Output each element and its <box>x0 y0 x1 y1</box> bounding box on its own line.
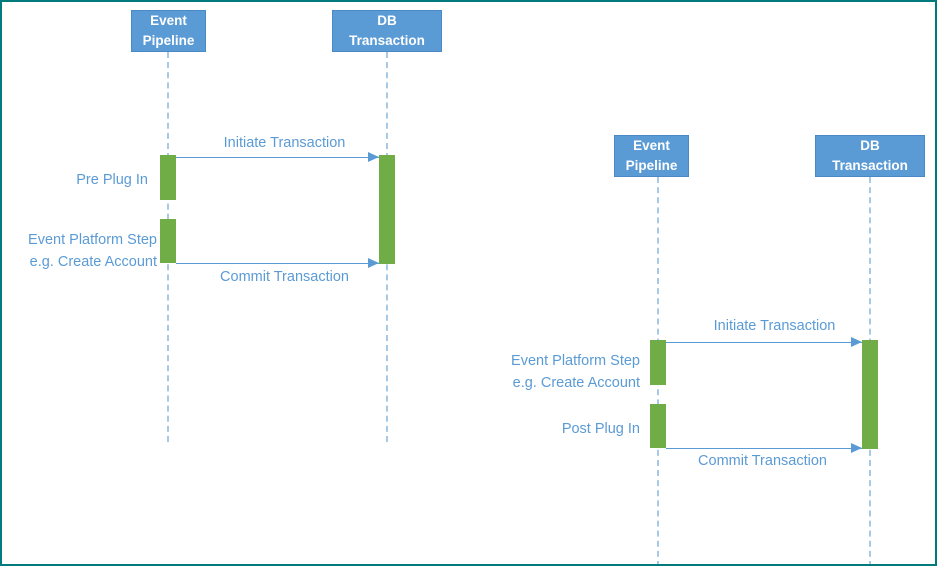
actor-box-event-pipeline[interactable]: Event Pipeline <box>131 10 206 52</box>
activation-bar-db-transaction <box>379 155 395 264</box>
step-label-pre-plug-in: Pre Plug In <box>2 169 148 191</box>
step-label-line1: Event Platform Step <box>511 353 640 369</box>
actor-box-event-pipeline[interactable]: Event Pipeline <box>614 135 689 177</box>
actor-label-line2: Transaction <box>349 33 425 48</box>
sequence-diagram-pre-plugin: Event Pipeline DB Transaction Initiate T… <box>2 2 472 462</box>
activation-bar-pre-plug-in <box>160 155 176 200</box>
step-label-line1: Pre Plug In <box>76 172 148 188</box>
message-line-initiate-transaction <box>176 157 379 158</box>
step-label-line2: e.g. Create Account <box>29 254 157 270</box>
actor-box-db-transaction[interactable]: DB Transaction <box>815 135 925 177</box>
actor-label-line2: Pipeline <box>625 158 678 173</box>
message-line-initiate-transaction <box>666 342 862 343</box>
activation-bar-post-plug-in <box>650 404 666 448</box>
step-label-line1: Event Platform Step <box>28 232 157 248</box>
step-label-event-platform-step: Event Platform Step e.g. Create Account <box>2 229 157 273</box>
step-label-event-platform-step: Event Platform Step e.g. Create Account <box>482 350 640 394</box>
actor-label-line1: DB <box>377 13 397 28</box>
message-arrowhead-commit-transaction <box>368 257 379 268</box>
actor-label-line2: Pipeline <box>142 33 195 48</box>
actor-label-line1: Event <box>150 13 187 28</box>
actor-label-line1: DB <box>860 138 880 153</box>
step-label-line1: Post Plug In <box>561 421 640 437</box>
actor-label-line1: Event <box>633 138 670 153</box>
activation-bar-event-platform-step <box>160 219 176 263</box>
message-label-commit-transaction: Commit Transaction <box>698 453 827 469</box>
activation-bar-event-platform-step <box>650 340 666 385</box>
message-line-commit-transaction <box>666 448 862 449</box>
message-line-commit-transaction <box>176 263 379 264</box>
message-arrowhead-initiate-transaction <box>368 151 379 162</box>
message-label-initiate-transaction: Initiate Transaction <box>223 135 346 151</box>
actor-box-db-transaction[interactable]: DB Transaction <box>332 10 442 52</box>
actor-label-line2: Transaction <box>832 158 908 173</box>
message-label-initiate-transaction: Initiate Transaction <box>713 318 836 334</box>
step-label-post-plug-in: Post Plug In <box>482 418 640 440</box>
message-arrowhead-initiate-transaction <box>851 336 862 347</box>
activation-bar-db-transaction <box>862 340 878 449</box>
step-label-line2: e.g. Create Account <box>512 375 640 391</box>
message-label-commit-transaction: Commit Transaction <box>220 269 349 285</box>
sequence-diagram-post-plugin: Event Pipeline DB Transaction Initiate T… <box>472 2 935 564</box>
message-arrowhead-commit-transaction <box>851 442 862 453</box>
